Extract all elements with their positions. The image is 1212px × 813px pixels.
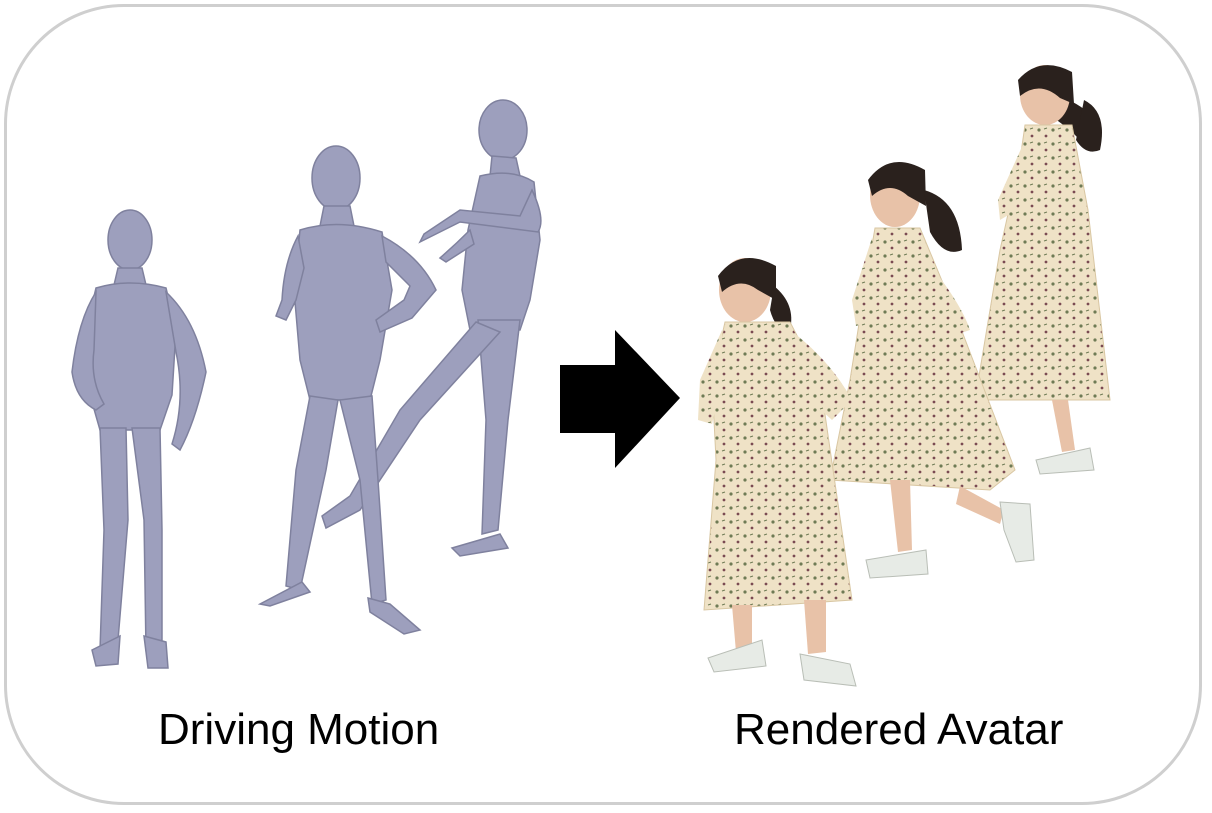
mesh-figure-3 [321,99,542,557]
avatar-figure-1 [698,258,857,687]
avatar-figure-2 [829,162,1035,579]
mesh-figure-1 [71,209,207,669]
arrow-right-icon [560,330,680,468]
avatar-figure-3 [974,65,1111,475]
caption-driving-motion: Driving Motion [158,705,440,754]
caption-rendered-avatar: Rendered Avatar [734,705,1064,754]
mesh-figure-2 [257,145,437,635]
